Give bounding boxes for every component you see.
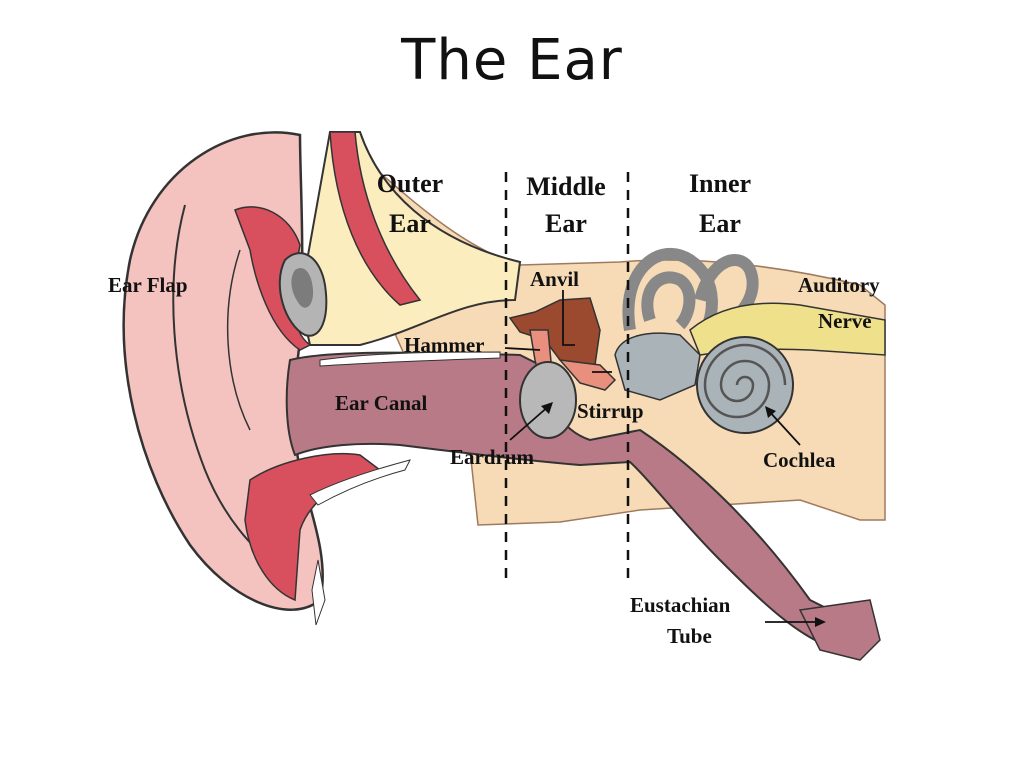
cartilage-inner xyxy=(291,267,314,308)
page-title: The Ear xyxy=(401,28,623,93)
eustachian-arrowhead xyxy=(815,617,826,627)
stirrup-label: Stirrup xyxy=(577,399,644,423)
auditory-nerve-label-line2: Nerve xyxy=(818,309,872,333)
outer-ear-label-line1: Outer xyxy=(377,169,443,198)
middle-ear-label-line1: Middle xyxy=(526,172,605,201)
anvil-pointer xyxy=(562,290,575,346)
stirrup-bone xyxy=(558,359,617,391)
hammer-label: Hammer xyxy=(404,333,484,357)
eardrum-label: Eardrum xyxy=(450,445,535,469)
anvil-label: Anvil xyxy=(530,267,579,291)
ear-flap-fold xyxy=(172,204,271,561)
canal-white-streak xyxy=(319,351,501,367)
inner-ear-label-line2: Ear xyxy=(699,209,741,238)
ear-flap-label: Ear Flap xyxy=(108,273,188,297)
lower-white-streak xyxy=(309,459,411,506)
cochlea-pointer xyxy=(767,409,801,446)
outer-ear-label-line2: Ear xyxy=(389,209,431,238)
middle-ear-label-line2: Ear xyxy=(545,209,587,238)
eardrum-arrowhead xyxy=(541,402,553,414)
inner-ear-label-line1: Inner xyxy=(689,169,751,198)
earlobe-white-streak xyxy=(311,559,326,626)
upper-tissue xyxy=(329,131,422,306)
hammer-pointer xyxy=(504,347,541,351)
cochlea-label: Cochlea xyxy=(763,448,836,472)
auditory-nerve-label-line1: Auditory xyxy=(798,273,880,297)
eustachian-tube-label-line1: Eustachian xyxy=(630,593,731,617)
vestibule xyxy=(614,332,701,401)
eardrum-membrane xyxy=(519,361,577,439)
eustachian-flare xyxy=(798,599,881,661)
ear-canal-label: Ear Canal xyxy=(335,391,428,415)
cochlea-arrowhead xyxy=(765,406,776,418)
eustachian-tube-label-line2: Tube xyxy=(667,624,712,648)
cochlea-spiral xyxy=(696,336,794,434)
eardrum-pointer xyxy=(509,404,551,441)
ear-flap-inner-fold xyxy=(226,249,251,431)
